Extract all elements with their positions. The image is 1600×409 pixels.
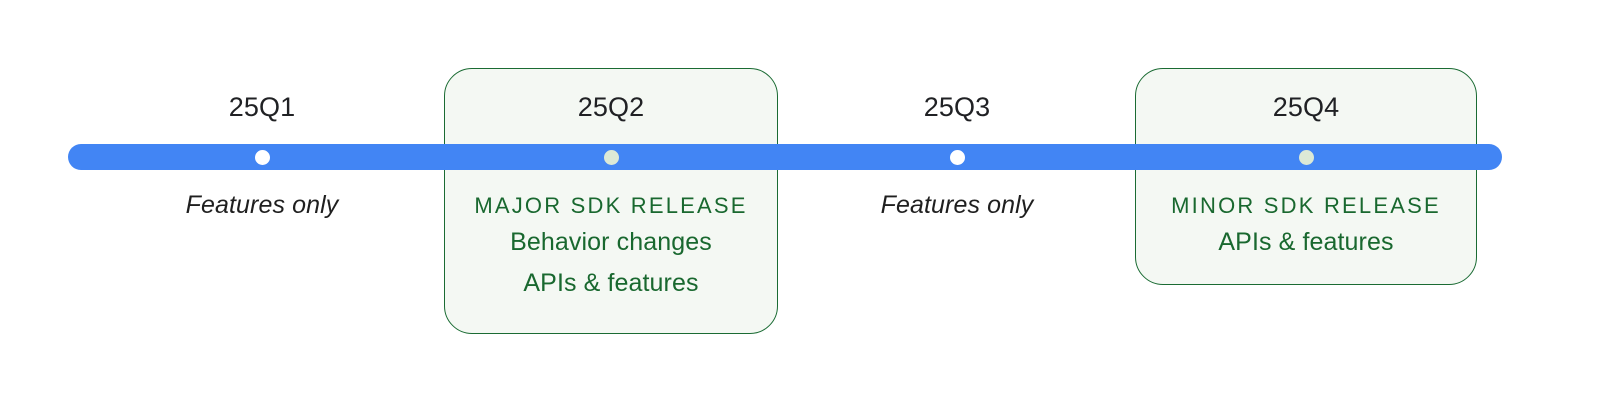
- release-kicker-25q4: MINOR SDK RELEASE: [1171, 193, 1441, 218]
- timeline-quarter-25q4: 25Q4 MINOR SDK RELEASE APIs & features: [1136, 0, 1476, 409]
- timeline-bar: [68, 144, 1502, 170]
- milestone-card-25q4: [1135, 68, 1477, 285]
- quarter-note-25q1: Features only: [185, 191, 339, 219]
- quarter-body-25q1: Features only: [92, 188, 432, 222]
- release-kicker-25q2: MAJOR SDK RELEASE: [474, 193, 748, 218]
- quarter-body-25q3: Features only: [787, 188, 1127, 222]
- timeline-node-dot-25q1[interactable]: [254, 150, 270, 165]
- milestone-card-25q2: [444, 68, 778, 334]
- quarter-label-25q3: 25Q3: [923, 92, 991, 122]
- quarter-label-25q4: 25Q4: [1272, 92, 1340, 122]
- quarter-body-25q2: MAJOR SDK RELEASE Behavior changes APIs …: [441, 188, 781, 304]
- timeline-node-dot-25q4[interactable]: [1298, 150, 1314, 165]
- release-item-apis-features-q2: APIs & features: [523, 269, 699, 297]
- quarter-note-25q3: Features only: [880, 191, 1034, 219]
- quarter-body-25q4: MINOR SDK RELEASE APIs & features: [1136, 188, 1476, 263]
- timeline-quarter-25q2: 25Q2 MAJOR SDK RELEASE Behavior changes …: [441, 0, 781, 409]
- timeline-node-dot-25q3[interactable]: [949, 150, 965, 165]
- quarter-label-25q1: 25Q1: [228, 92, 296, 122]
- release-item-behavior-changes: Behavior changes: [510, 228, 712, 256]
- release-item-apis-features-q4: APIs & features: [1218, 228, 1394, 256]
- quarter-label-25q2: 25Q2: [577, 92, 645, 122]
- timeline-quarter-25q3: 25Q3 Features only: [787, 0, 1127, 409]
- timeline-quarter-25q1: 25Q1 Features only: [92, 0, 432, 409]
- timeline-node-dot-25q2[interactable]: [603, 150, 619, 165]
